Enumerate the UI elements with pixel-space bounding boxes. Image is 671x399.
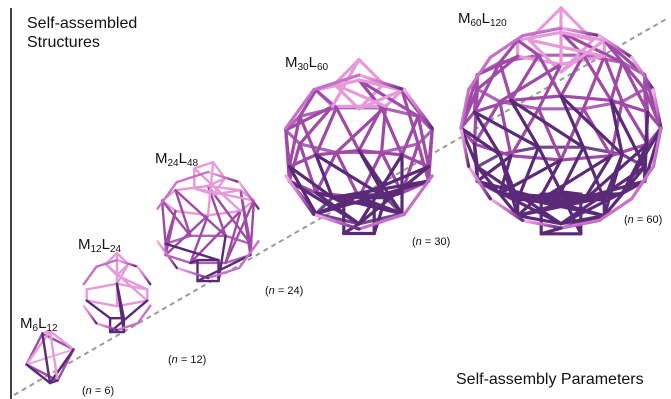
heading-self-assembly-parameters: Self-assembly Parameters bbox=[456, 371, 644, 388]
cage-m60l120 bbox=[459, 6, 663, 236]
formula-metal-count: 6 bbox=[32, 323, 39, 334]
heading-self-assembled-structures: Self-assembled Structures bbox=[27, 14, 137, 52]
formula-metal-count: 12 bbox=[90, 244, 102, 255]
n-label-value: = 6) bbox=[91, 385, 115, 397]
n-label-variable: n bbox=[268, 285, 275, 297]
cage-m12l24 bbox=[82, 251, 152, 334]
n-label-value: = 30) bbox=[421, 236, 451, 248]
n-label-variable: n bbox=[627, 214, 634, 226]
formula-metal: M bbox=[78, 236, 91, 253]
formula-label-m30l60: M30L60 bbox=[285, 54, 328, 73]
formula-metal-count: 60 bbox=[470, 18, 482, 29]
n-label-12: (n = 12) bbox=[168, 354, 206, 366]
formula-metal: M bbox=[20, 315, 33, 332]
formula-label-m60l120: M60L120 bbox=[458, 10, 507, 29]
n-label-variable: n bbox=[415, 236, 422, 248]
formula-metal: M bbox=[458, 10, 471, 27]
formula-ligand: L bbox=[178, 150, 187, 167]
n-label-6: (n = 6) bbox=[82, 385, 114, 397]
formula-ligand-count: 24 bbox=[109, 244, 122, 255]
formula-ligand: L bbox=[38, 315, 47, 332]
n-label-variable: n bbox=[171, 354, 178, 366]
formula-ligand: L bbox=[101, 236, 110, 253]
cage-m30l60 bbox=[284, 57, 434, 236]
n-label-30: (n = 30) bbox=[412, 236, 450, 248]
formula-ligand-count: 60 bbox=[316, 62, 329, 73]
formula-label-m24l48: M24L48 bbox=[155, 150, 198, 169]
n-label-open: ( bbox=[82, 385, 86, 397]
n-label-open: ( bbox=[412, 236, 416, 248]
n-label-open: ( bbox=[624, 214, 628, 226]
n-label-open: ( bbox=[168, 354, 172, 366]
formula-metal: M bbox=[285, 54, 298, 71]
formula-metal-count: 30 bbox=[297, 62, 309, 73]
n-label-24: (n = 24) bbox=[265, 285, 303, 297]
formula-ligand: L bbox=[308, 54, 317, 71]
n-label-60: (n = 60) bbox=[624, 214, 662, 226]
formula-label-m12l24: M12L24 bbox=[78, 236, 121, 255]
n-label-variable: n bbox=[85, 385, 92, 397]
formula-ligand-count: 12 bbox=[46, 323, 58, 334]
n-label-value: = 60) bbox=[633, 214, 663, 226]
formula-metal: M bbox=[155, 150, 168, 167]
n-label-value: = 24) bbox=[274, 285, 304, 297]
n-label-open: ( bbox=[265, 285, 269, 297]
n-label-value: = 12) bbox=[177, 354, 207, 366]
cage-m24l48 bbox=[156, 160, 260, 283]
cage-m6l12 bbox=[25, 329, 75, 385]
heading-line-2: Structures bbox=[27, 34, 100, 51]
formula-ligand-count: 48 bbox=[186, 158, 199, 169]
formula-metal-count: 24 bbox=[167, 158, 179, 169]
formula-ligand-count: 120 bbox=[489, 18, 507, 29]
formula-ligand: L bbox=[481, 10, 490, 27]
formula-label-m6l12: M6L12 bbox=[20, 315, 58, 334]
heading-line-1: Self-assembled bbox=[27, 15, 138, 32]
